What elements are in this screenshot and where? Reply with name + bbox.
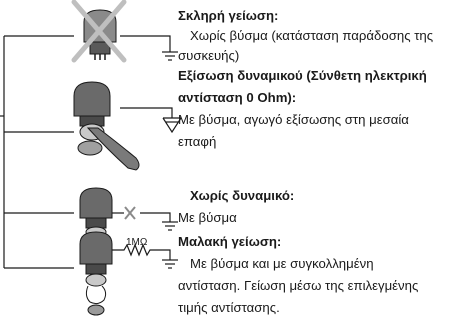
connector-icon-3 xyxy=(79,187,113,238)
ground-symbol-4 xyxy=(152,249,178,269)
equipotential-symbol xyxy=(120,107,182,134)
mode-4-description-line-3: τιμής αντίστασης. xyxy=(178,300,280,315)
mode-2-description-line-2: επαφή xyxy=(178,134,217,149)
small-cross-icon xyxy=(124,206,136,220)
ground-symbol-3 xyxy=(140,212,178,231)
mode-4-title: Μαλακή γείωση: xyxy=(178,234,282,249)
ground-symbol-1 xyxy=(120,35,178,61)
wiring xyxy=(0,35,74,269)
connector-icon-2 xyxy=(73,81,140,171)
mode-3-title: Χωρίς δυναμικό: xyxy=(190,188,295,203)
mode-2-title-line-2: αντίσταση 0 Ohm): xyxy=(178,90,297,105)
mode-1-description-line-1: Χωρίς βύσμα (κατάσταση παράδοσης της xyxy=(190,28,434,43)
resistor-value-label: 1MΩ xyxy=(126,237,148,248)
mode-1-title: Σκληρή γείωση: xyxy=(178,8,279,23)
mode-4-description-line-1: Με βύσμα και με συγκολλημένη xyxy=(190,256,374,271)
mode-1-description-line-2: συσκευής) xyxy=(178,48,240,63)
connector-icon-4 xyxy=(79,231,113,316)
mode-2-description-line-1: Με βύσμα, αγωγό εξίσωσης στη μεσαία xyxy=(178,112,409,127)
resistor-symbol xyxy=(112,243,152,257)
mode-4-description-line-2: αντίσταση. Γείωση μέσω της επιλεγμένης xyxy=(178,278,419,293)
mode-2-title-line-1: Εξίσωση δυναμικού (Σύνθετη ηλεκτρική xyxy=(178,68,427,83)
cross-icon xyxy=(71,0,127,63)
mode-3-description-line-1: Με βύσμα xyxy=(178,210,237,225)
